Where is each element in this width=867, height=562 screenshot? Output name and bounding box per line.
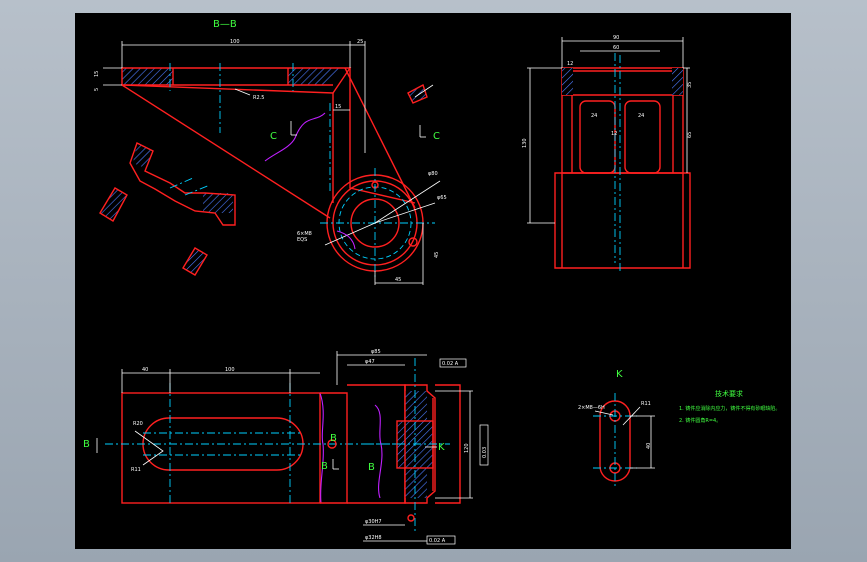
svg-text:R11: R11	[131, 467, 141, 473]
svg-text:EQS: EQS	[297, 237, 307, 243]
drawing-sheet: B—B C C	[75, 13, 791, 549]
side-slot-left	[579, 100, 616, 174]
svg-text:15: 15	[94, 71, 100, 77]
section-bb-view: B—B C C	[94, 19, 447, 285]
hatch-top-left	[122, 68, 173, 85]
svg-text:5: 5	[94, 88, 100, 91]
svg-text:35: 35	[687, 82, 693, 88]
view-k: K 2×M8—6H R11 40	[578, 369, 655, 489]
notes-line-1: 1. 铸件应消除内应力，铸件不得有砂眼缺陷。	[679, 405, 780, 412]
label-b-low2: B	[368, 462, 375, 473]
svg-text:φ65: φ65	[437, 195, 447, 201]
technical-notes: 技术要求 1. 铸件应消除内应力，铸件不得有砂眼缺陷。 2. 铸件圆角R=4。	[679, 389, 780, 424]
side-view-top-right: 90 60 12 24 24 12 35 65 130	[522, 35, 693, 273]
svg-text:0.02 A: 0.02 A	[442, 361, 459, 367]
section-c-left: C	[270, 131, 277, 142]
svg-text:100: 100	[225, 367, 235, 373]
label-b-left: B	[83, 439, 90, 450]
plan-view-bottom: 40 100 R20 R11 B B B	[83, 367, 405, 504]
svg-text:φ85: φ85	[371, 349, 381, 355]
svg-text:0.03: 0.03	[482, 447, 488, 458]
bore-section	[404, 384, 436, 504]
svg-text:45: 45	[434, 252, 440, 258]
label-k-arrow: K	[438, 442, 445, 453]
side-top-plate	[561, 67, 684, 96]
svg-text:15: 15	[335, 104, 341, 110]
notes-title: 技术要求	[715, 389, 743, 398]
label-b-mid: B	[330, 433, 337, 444]
svg-text:R20: R20	[133, 421, 143, 427]
svg-text:60: 60	[613, 45, 619, 51]
notes-line-2: 2. 铸件圆角R=4。	[679, 417, 721, 424]
section-bb-title: B—B	[213, 19, 237, 30]
svg-text:24: 24	[591, 113, 597, 119]
svg-text:R11: R11	[641, 401, 651, 407]
side-slot-right	[624, 100, 661, 174]
side-hub	[554, 172, 691, 269]
hatch-top-right	[288, 68, 345, 85]
svg-text:40: 40	[142, 367, 148, 373]
svg-text:6×M8: 6×M8	[297, 231, 312, 237]
svg-text:65: 65	[687, 132, 693, 138]
svg-text:2×M8—6H: 2×M8—6H	[578, 405, 605, 411]
svg-text:φ32H8: φ32H8	[365, 535, 382, 541]
svg-text:12: 12	[567, 61, 573, 67]
arm-section-upper	[129, 142, 236, 226]
svg-text:45: 45	[395, 277, 401, 283]
section-view-bottom-mid: B K φ85 φ47 0.02 A 0.03 120 φ30H7 φ32H8 …	[336, 349, 489, 545]
view-k-title: K	[616, 369, 623, 380]
plan-plate	[121, 392, 321, 504]
svg-text:φ30H7: φ30H7	[365, 519, 382, 525]
break-line	[264, 112, 326, 162]
svg-text:40: 40	[646, 443, 652, 449]
svg-text:12: 12	[611, 131, 617, 137]
svg-text:100: 100	[230, 39, 240, 45]
svg-text:90: 90	[613, 35, 619, 41]
svg-text:25: 25	[357, 39, 363, 45]
svg-text:24: 24	[638, 113, 644, 119]
svg-text:130: 130	[522, 138, 528, 148]
svg-text:120: 120	[464, 443, 470, 453]
arm-diagonal	[121, 84, 331, 219]
svg-text:φ47: φ47	[365, 359, 375, 365]
label-b-low: B	[321, 461, 328, 472]
svg-text:φ80: φ80	[428, 171, 438, 177]
svg-text:R2.5: R2.5	[253, 95, 264, 101]
svg-text:0.02 A: 0.02 A	[429, 538, 446, 544]
cad-drawing: B—B C C	[83, 19, 780, 545]
section-c-right: C	[433, 131, 440, 142]
